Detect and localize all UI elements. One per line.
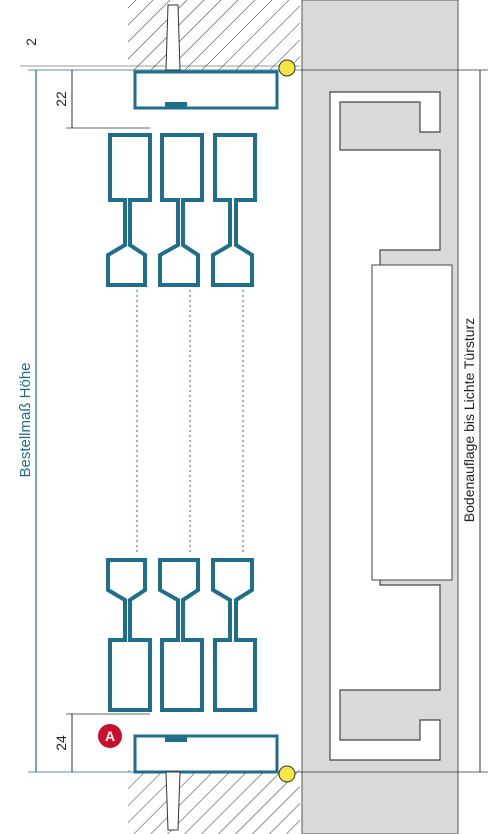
- marker-a-label: A: [105, 728, 115, 744]
- bottom-rail-profile: [133, 734, 279, 774]
- order-height-label: Bestellmaß Höhe: [17, 362, 34, 477]
- marker-a-badge: [98, 724, 122, 748]
- top-wall-anchor: [165, 4, 181, 71]
- top-offset-label: 22: [53, 91, 69, 107]
- bottom-wall-anchor: [165, 771, 181, 831]
- door-frame-inner-panel: [371, 264, 453, 581]
- floor-lintel-label: Bodenauflage bis Lichte Türsturz: [461, 318, 477, 522]
- bottom-pivot-point: [278, 765, 296, 783]
- top-pivot-point: [278, 59, 296, 77]
- bottom-offset-label: 24: [53, 735, 69, 751]
- top-rail-slot: [165, 102, 187, 108]
- glass-panels: [136, 290, 244, 555]
- bottom-rail-slot: [165, 736, 187, 742]
- profile-columns-top: [106, 133, 257, 287]
- top-gap-label: 2: [23, 38, 39, 46]
- top-rail-profile: [133, 70, 279, 110]
- profile-columns-bottom: [106, 558, 257, 712]
